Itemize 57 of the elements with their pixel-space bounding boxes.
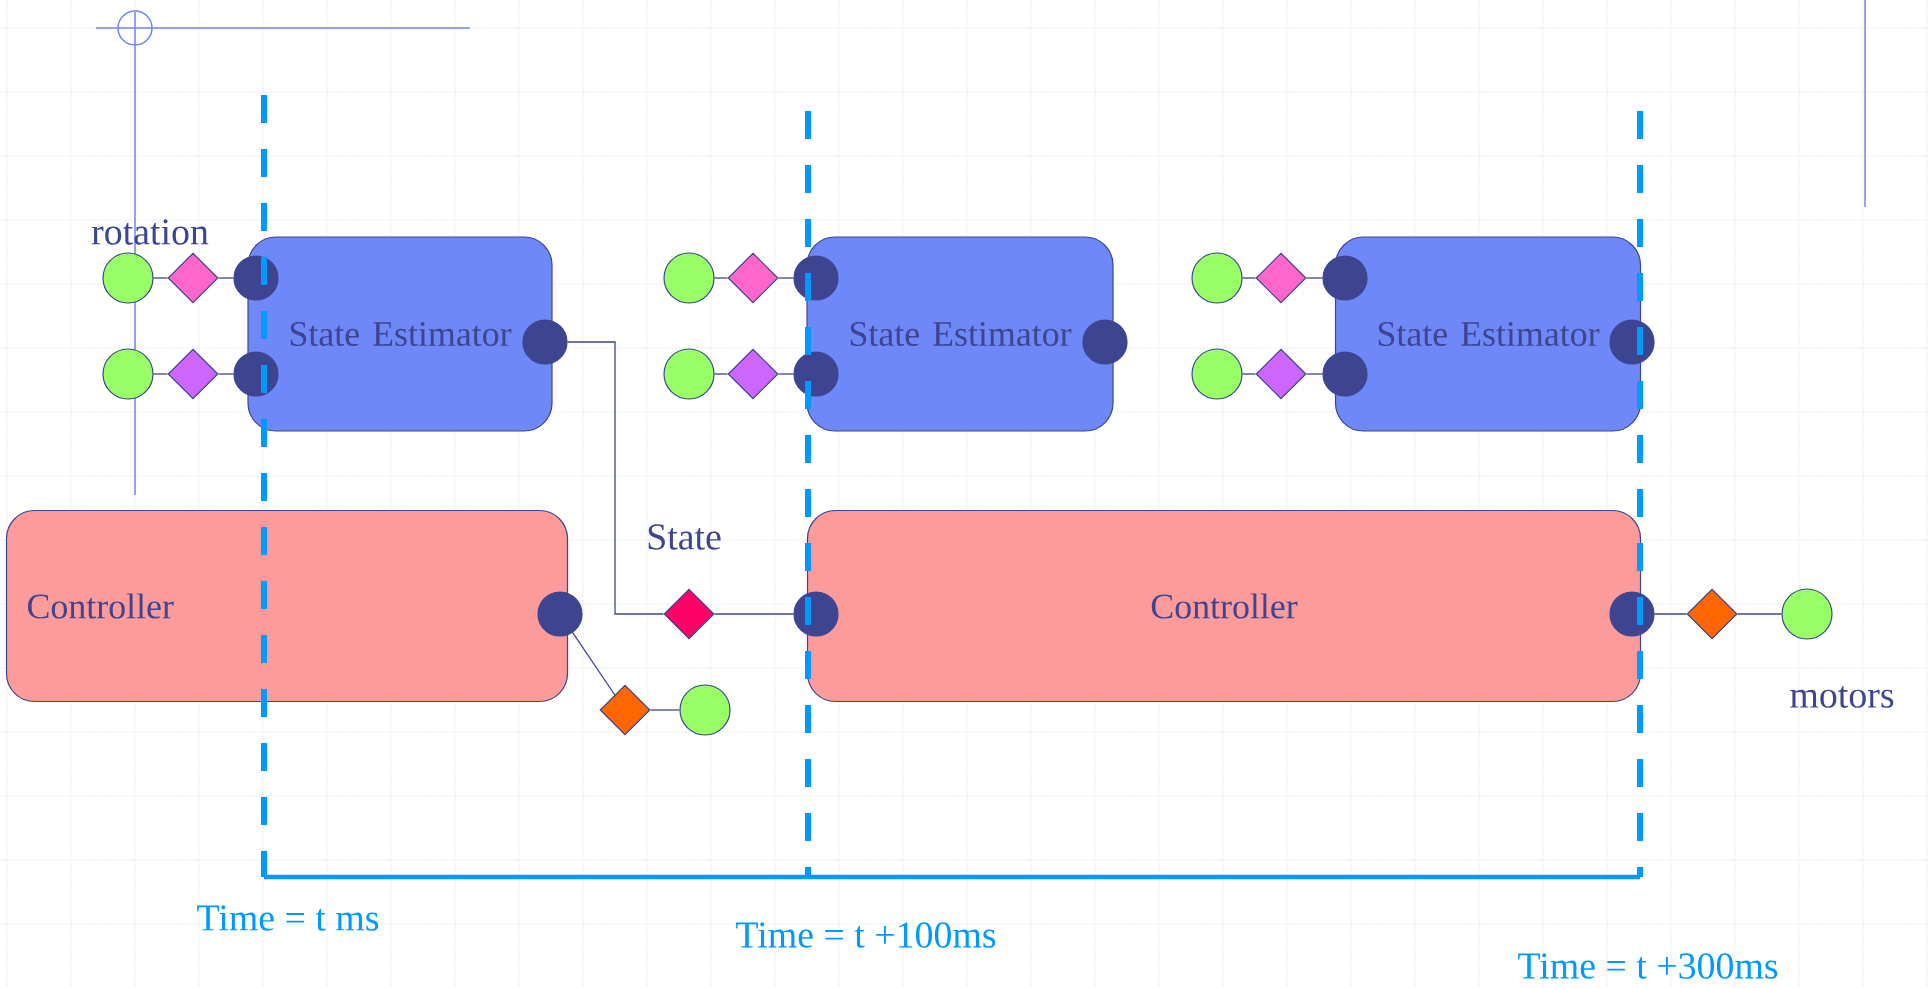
connector-line	[1241, 277, 1257, 279]
circle-marker	[679, 684, 731, 736]
port-circle	[793, 255, 839, 301]
port-circle	[1322, 351, 1368, 397]
circle-marker	[102, 348, 154, 400]
text-label: motors	[1790, 686, 1894, 708]
connector-line	[777, 277, 795, 279]
circle-marker	[1781, 588, 1833, 640]
process-box: State Estimator	[1334, 236, 1642, 432]
process-box: State Estimator	[247, 236, 553, 432]
port-circle	[537, 591, 583, 637]
connector-line	[1305, 373, 1324, 375]
diamond-marker	[167, 252, 219, 304]
diamond-marker	[727, 252, 779, 304]
port-circle	[233, 351, 279, 397]
connector-line	[566, 341, 665, 615]
diamond-marker	[1255, 252, 1307, 304]
connector-line	[217, 373, 235, 375]
circle-marker	[663, 348, 715, 400]
diamond-marker	[727, 348, 779, 400]
controller-box: Controller	[806, 509, 1642, 703]
port-circle	[1322, 255, 1368, 301]
port-circle	[233, 255, 279, 301]
connector-line	[217, 277, 235, 279]
time-label: Time = t +100ms	[736, 922, 996, 948]
connector-line	[713, 373, 729, 375]
text-label: State	[648, 524, 721, 550]
connector-line	[572, 632, 616, 696]
diamond-marker	[1255, 348, 1307, 400]
connector-line	[1653, 613, 1688, 615]
diamond-marker	[663, 588, 715, 640]
port-circle	[793, 351, 839, 397]
port-circle	[793, 591, 839, 637]
port-circle	[522, 319, 568, 365]
connector-line	[713, 277, 729, 279]
diamond-marker	[599, 684, 651, 736]
diamond-marker	[1686, 588, 1738, 640]
time-label: Time = t ms	[197, 905, 379, 931]
circle-marker	[663, 252, 715, 304]
connector-line	[1241, 373, 1257, 375]
connector-line	[713, 613, 795, 615]
connector-line	[777, 373, 795, 375]
connector-line	[152, 373, 169, 375]
port-circle	[1609, 591, 1655, 637]
circle-marker	[1191, 348, 1243, 400]
connector-line	[649, 709, 681, 711]
connector-line	[1736, 613, 1783, 615]
connector-line	[1305, 277, 1324, 279]
connector-line	[152, 277, 169, 279]
port-circle	[1609, 319, 1655, 365]
time-label: Time = t +300ms	[1518, 953, 1778, 979]
controller-box: Controller	[5, 509, 569, 703]
diamond-marker	[167, 348, 219, 400]
port-circle	[1082, 319, 1128, 365]
process-box: State Estimator	[806, 236, 1114, 432]
circle-marker	[1191, 252, 1243, 304]
circle-marker	[102, 252, 154, 304]
